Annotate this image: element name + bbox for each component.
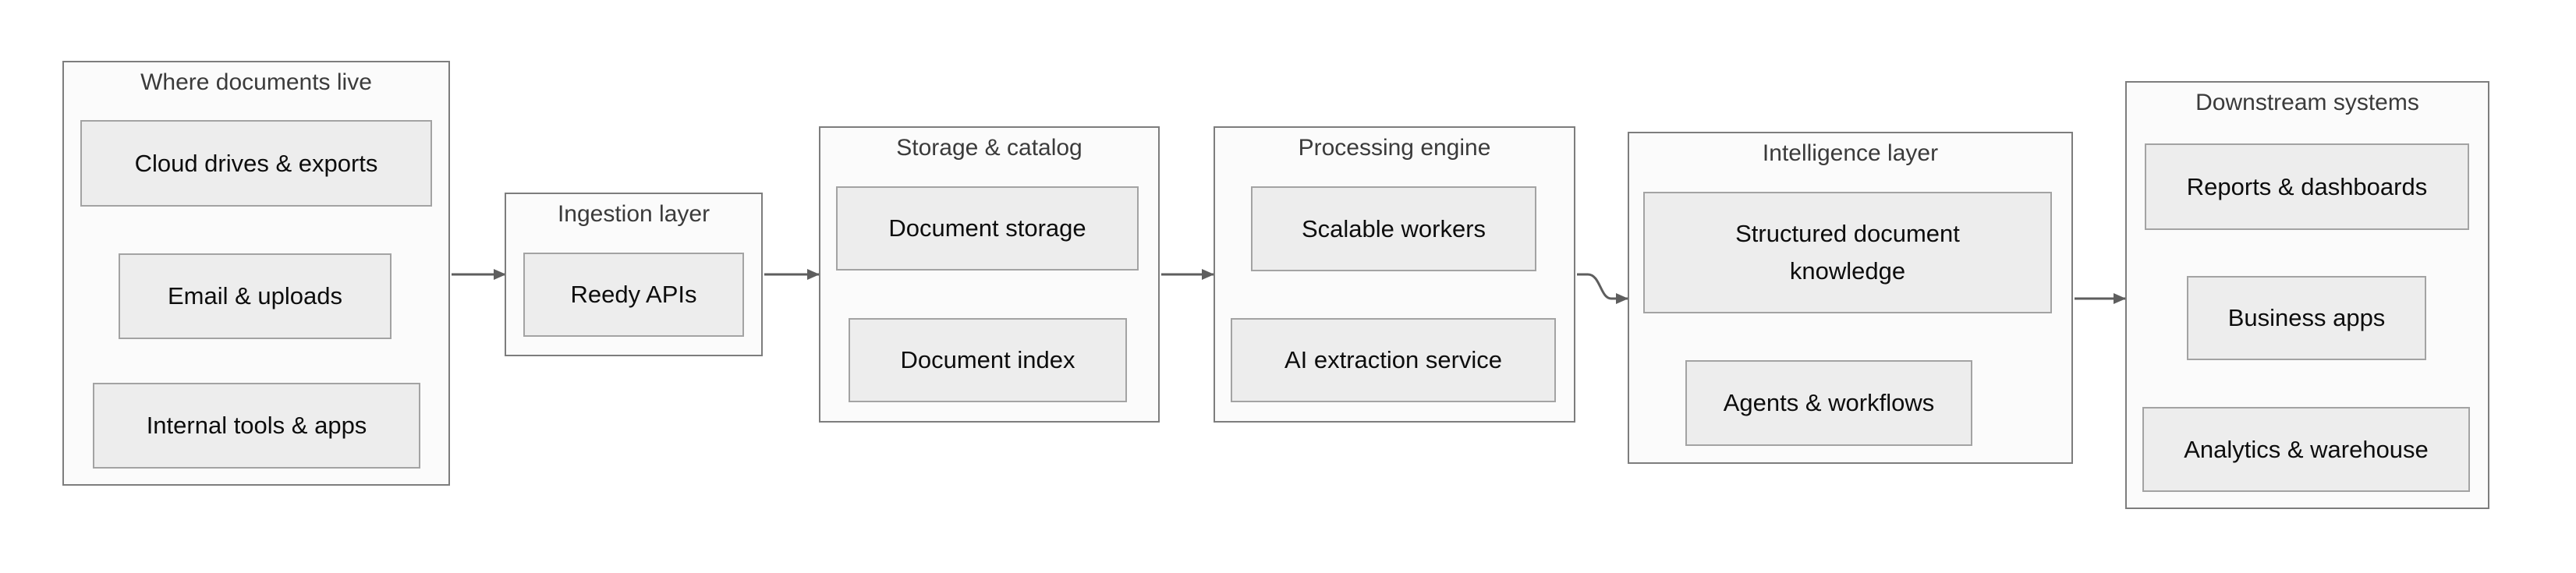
node-structured-document-knowledge: Structured document knowledge [1643, 192, 2052, 313]
node-label: Analytics & warehouse [2184, 435, 2429, 463]
node-label: Business apps [2227, 304, 2386, 331]
node-internal-tools-apps: Internal tools & apps [93, 383, 420, 469]
node-label: AI extraction service [1284, 346, 1503, 373]
node-label: Agents & workflows [1723, 389, 1935, 416]
group-processing-title: Processing engine [1298, 135, 1491, 161]
node-label: Cloud drives & exports [134, 149, 378, 177]
group-ingestion: Ingestion layer Reedy APIs [505, 193, 763, 356]
node-analytics-warehouse: Analytics & warehouse [2142, 407, 2470, 492]
group-downstream: Downstream systems Reports & dashboards … [2125, 81, 2489, 509]
node-agents-workflows: Agents & workflows [1685, 360, 1972, 446]
group-downstream-title: Downstream systems [2195, 90, 2419, 115]
group-ingestion-title: Ingestion layer [557, 201, 710, 227]
node-label: Email & uploads [167, 282, 342, 309]
group-sources-title: Where documents live [140, 69, 372, 95]
group-intelligence-title: Intelligence layer [1762, 140, 1939, 166]
node-email-uploads: Email & uploads [119, 253, 392, 339]
node-label: Document storage [888, 214, 1086, 242]
node-reports-dashboards: Reports & dashboards [2145, 143, 2469, 230]
node-ai-extraction-service: AI extraction service [1231, 318, 1556, 402]
group-storage: Storage & catalog Document storage Docum… [819, 126, 1160, 423]
node-cloud-drives-exports: Cloud drives & exports [80, 120, 432, 207]
node-scalable-workers: Scalable workers [1251, 186, 1536, 271]
node-business-apps: Business apps [2187, 276, 2426, 360]
node-label: Reports & dashboards [2186, 172, 2428, 200]
node-label: Document index [900, 346, 1075, 373]
node-document-index: Document index [849, 318, 1127, 402]
connector-processing-to-intelligence [1577, 273, 1628, 304]
group-intelligence: Intelligence layer Structured document k… [1628, 132, 2073, 464]
group-sources: Where documents live Cloud drives & expo… [62, 61, 450, 486]
node-label: Structured document knowledge [1735, 220, 1960, 285]
group-storage-title: Storage & catalog [896, 135, 1082, 161]
node-label: Internal tools & apps [146, 412, 367, 439]
node-document-storage: Document storage [836, 186, 1139, 271]
node-label: Reedy APIs [570, 281, 697, 308]
node-label: Scalable workers [1301, 214, 1486, 242]
group-processing: Processing engine Scalable workers AI ex… [1214, 126, 1575, 423]
node-reedy-apis: Reedy APIs [523, 253, 744, 337]
